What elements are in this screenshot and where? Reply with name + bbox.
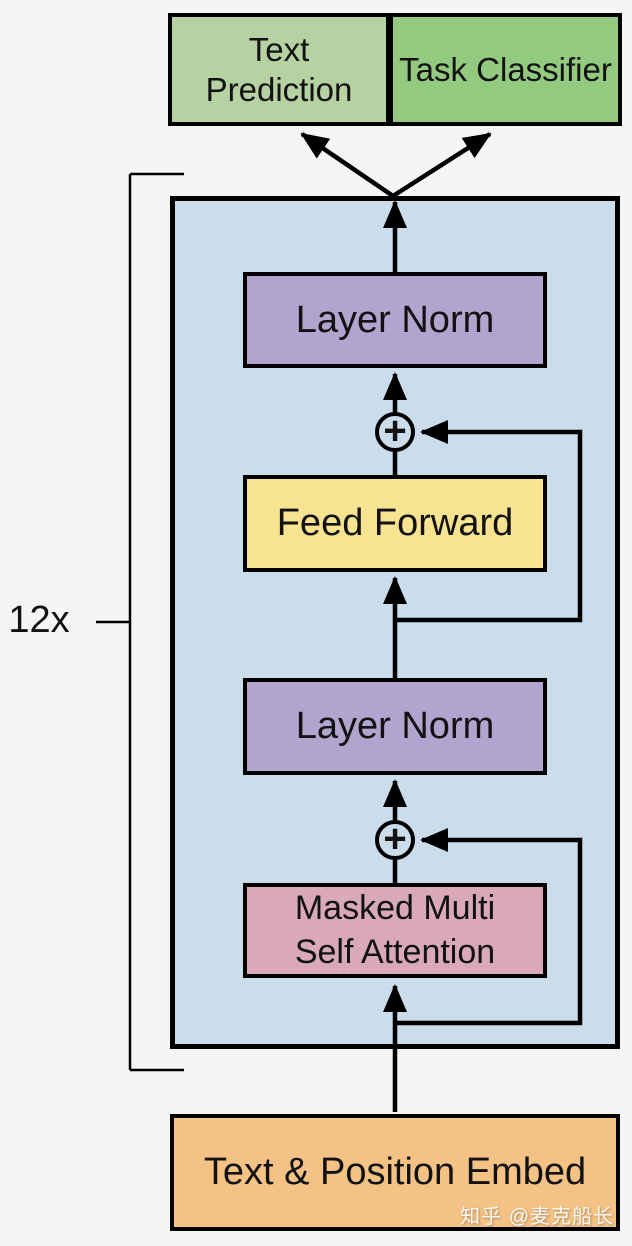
masked-self-attention-line1: Masked Multi bbox=[294, 888, 496, 927]
arrow-to-text-prediction bbox=[300, 132, 395, 198]
layer-norm-bottom-label: Layer Norm bbox=[295, 705, 495, 748]
masked-self-attention-box: Masked Multi Self Attention bbox=[243, 883, 547, 978]
add-circle-lower: + bbox=[375, 816, 415, 861]
embed-box: Text & Position Embed bbox=[170, 1114, 620, 1231]
masked-self-attention-line2: Self Attention bbox=[294, 932, 496, 971]
embed-label: Text & Position Embed bbox=[203, 1151, 587, 1194]
feed-forward-box: Feed Forward bbox=[243, 475, 547, 572]
residual-path-lower bbox=[395, 828, 583, 1026]
task-classifier-box: Task Classifier bbox=[389, 13, 622, 126]
text-prediction-label: Text Prediction bbox=[205, 30, 353, 108]
output-heads-row: Text Prediction Task Classifier bbox=[168, 13, 622, 126]
arrow-to-task-classifier bbox=[391, 132, 492, 198]
text-prediction-box: Text Prediction bbox=[168, 13, 390, 126]
layer-norm-top-box: Layer Norm bbox=[243, 272, 547, 368]
feed-forward-label: Feed Forward bbox=[276, 502, 514, 545]
layer-norm-top-label: Layer Norm bbox=[295, 298, 495, 341]
task-classifier-label: Task Classifier bbox=[399, 50, 612, 88]
watermark: 知乎 @麦克船长 bbox=[460, 1206, 614, 1228]
residual-path-upper bbox=[395, 420, 583, 623]
add-circle-upper: + bbox=[375, 408, 415, 453]
layer-norm-bottom-box: Layer Norm bbox=[243, 678, 547, 775]
plus-icon: + bbox=[383, 816, 407, 861]
plus-icon: + bbox=[383, 408, 407, 453]
masked-self-attention-label: Masked Multi Self Attention bbox=[295, 887, 495, 974]
repeat-count-label: 12x bbox=[8, 599, 70, 641]
repeat-bracket bbox=[96, 172, 184, 1072]
